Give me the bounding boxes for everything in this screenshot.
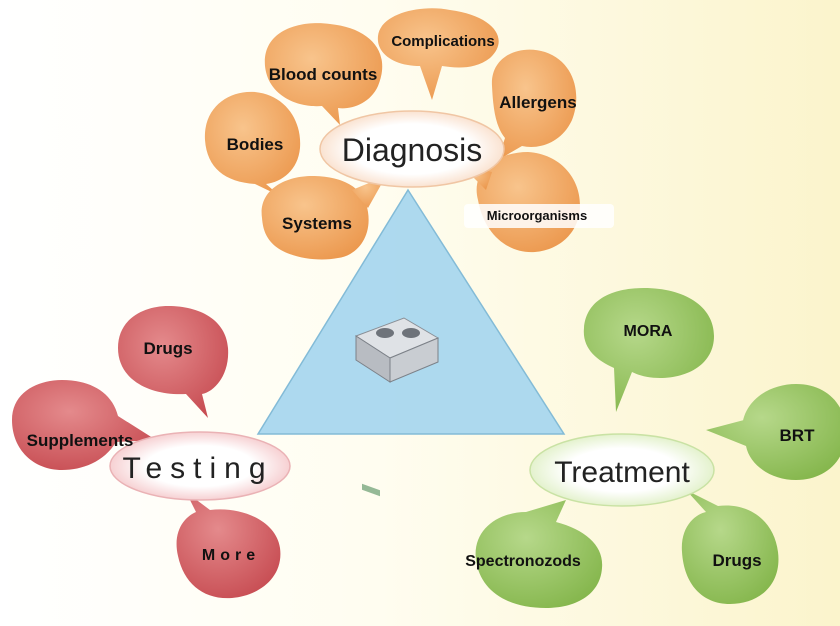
label-supplements: Supplements	[27, 431, 134, 450]
label-systems: Systems	[282, 214, 352, 233]
treatment-hub-label: Treatment	[554, 456, 690, 489]
treatment-hub	[529, 433, 715, 507]
label-testing-drugs: Drugs	[143, 339, 192, 358]
center-triangle	[256, 188, 566, 435]
label-mora: MORA	[624, 323, 673, 340]
label-spectronozods: Spectronozods	[465, 553, 581, 570]
label-allergens: Allergens	[499, 93, 576, 112]
testing-hub-label: Testing	[122, 452, 273, 485]
label-bodies: Bodies	[227, 135, 284, 154]
label-microorganisms: Microorganisms	[487, 208, 587, 223]
bubble-treatment-drugs	[681, 490, 779, 604]
diagnosis-hub-label: Diagnosis	[342, 132, 483, 168]
diagnosis-hub	[319, 110, 505, 188]
bubble-testing-drugs	[118, 306, 229, 418]
bubble-more	[176, 492, 281, 599]
label-blood-counts: Blood counts	[269, 65, 378, 84]
device-icon	[354, 317, 440, 497]
bubble-complications	[377, 8, 499, 101]
bubble-blood-counts	[264, 23, 383, 125]
bubble-mora	[583, 288, 714, 412]
label-more: More	[202, 547, 260, 564]
bubble-brt	[706, 384, 840, 480]
label-treatment-drugs: Drugs	[712, 551, 761, 570]
bubble-bodies	[204, 91, 301, 196]
bubble-supplements	[12, 380, 156, 470]
label-complications: Complications	[391, 33, 494, 50]
label-brt: BRT	[780, 426, 816, 445]
bubble-allergens	[491, 49, 577, 160]
testing-hub	[109, 431, 291, 501]
bubble-spectronozods	[475, 500, 603, 608]
